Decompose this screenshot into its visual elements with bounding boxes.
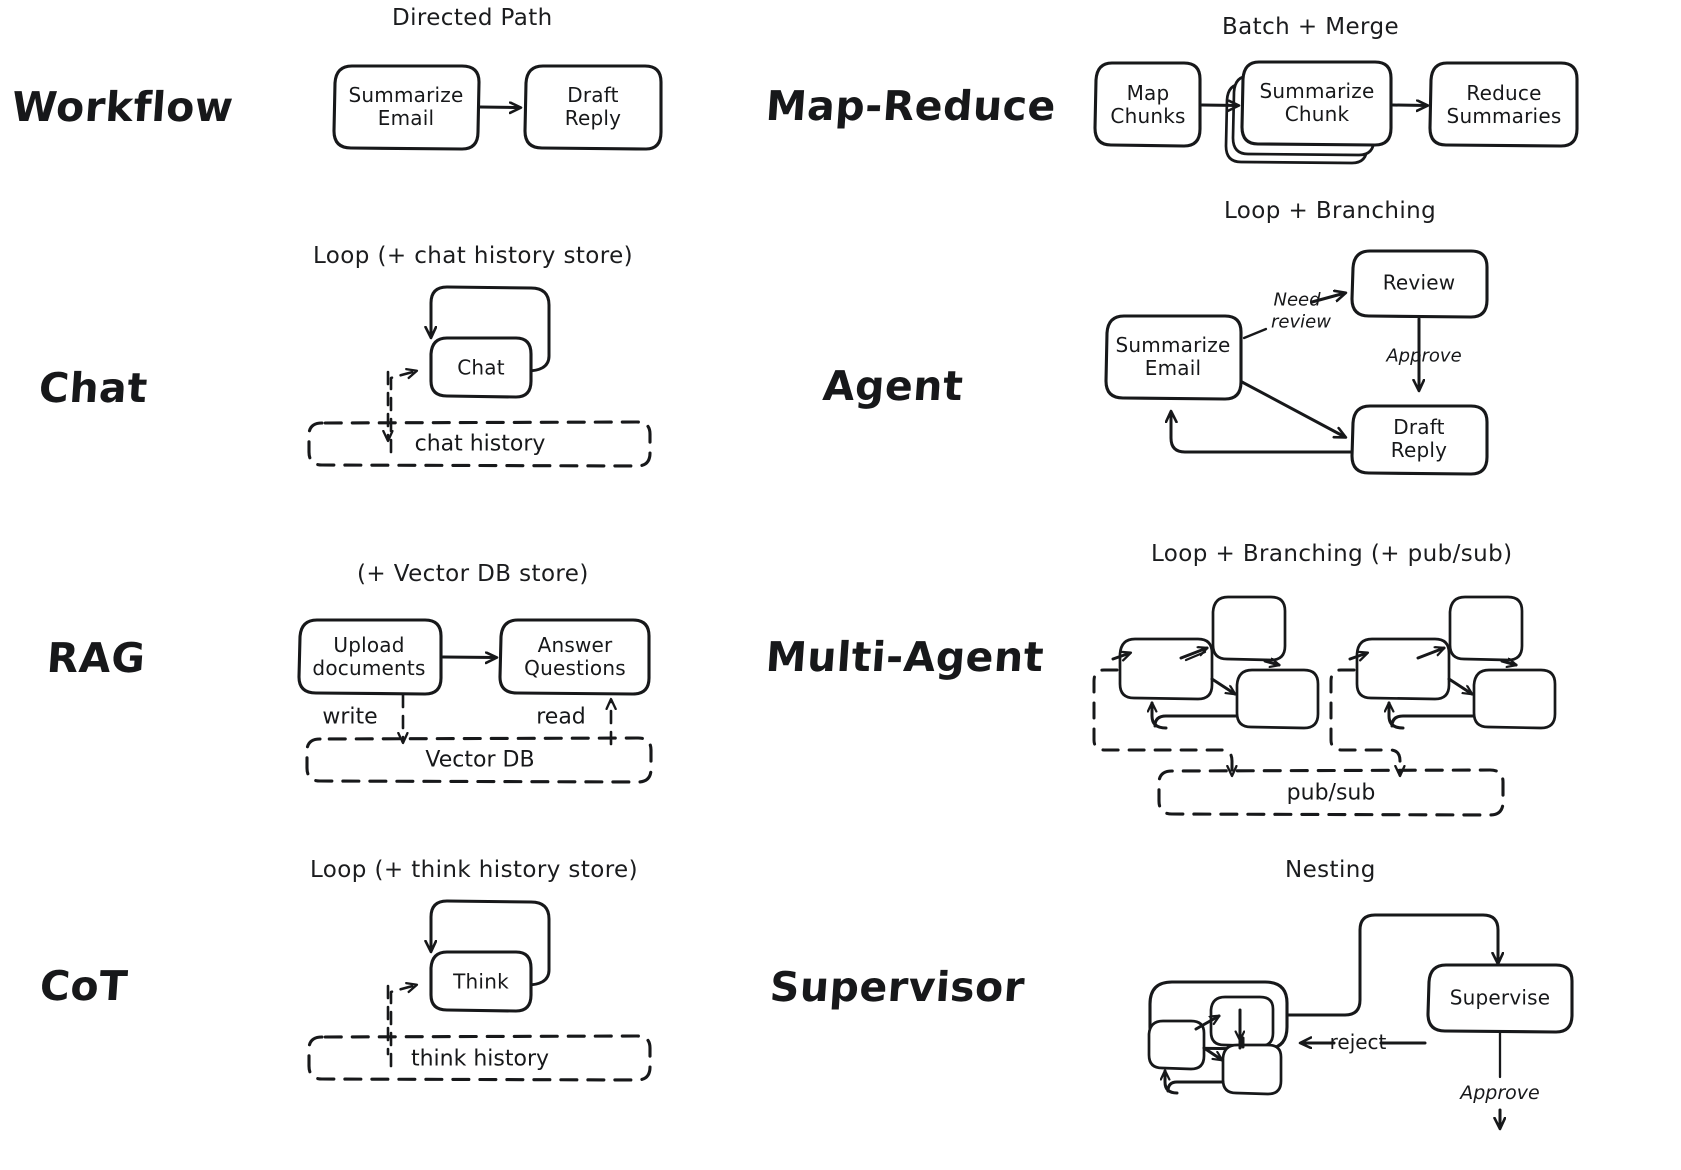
node-agent-summarize-email[interactable]: Summarize Email bbox=[1115, 332, 1231, 380]
edge-label-reject: reject bbox=[1329, 1030, 1387, 1054]
caption-loop-chat-history: Loop (+ chat history store) bbox=[313, 243, 634, 269]
caption-loop-branching: Loop + Branching bbox=[1224, 198, 1437, 224]
caption-nesting: Nesting bbox=[1285, 857, 1376, 883]
node-map-chunks[interactable]: Map Chunks bbox=[1110, 80, 1186, 128]
node-draft-reply[interactable]: Draft Reply bbox=[564, 82, 622, 130]
row-label-workflow: Workflow bbox=[10, 83, 236, 131]
node-think[interactable]: Think bbox=[453, 969, 509, 994]
node-reduce-summaries[interactable]: Reduce Summaries bbox=[1446, 80, 1562, 128]
store-think-history: think history bbox=[410, 1046, 550, 1072]
edge-label-need: Need bbox=[1273, 289, 1321, 311]
edge-label-write: write bbox=[322, 704, 378, 730]
caption-batch-merge: Batch + Merge bbox=[1222, 14, 1400, 40]
row-label-cot: CoT bbox=[38, 962, 130, 1010]
edge-label-review: review bbox=[1271, 311, 1331, 333]
node-summarize-email[interactable]: Summarize Email bbox=[348, 82, 464, 130]
node-chat[interactable]: Chat bbox=[457, 355, 505, 380]
node-summarize-chunk[interactable]: Summarize Chunk bbox=[1259, 78, 1375, 126]
row-label-agent: Agent bbox=[821, 362, 965, 410]
store-chat-history: chat history bbox=[414, 431, 546, 457]
row-label-map-reduce: Map-Reduce bbox=[764, 82, 1058, 130]
node-agent-draft-reply[interactable]: Draft Reply bbox=[1390, 414, 1448, 462]
caption-loop-branching-pubsub: Loop + Branching (+ pub/sub) bbox=[1151, 541, 1513, 567]
node-upload-documents[interactable]: Upload documents bbox=[312, 632, 426, 680]
store-vector-db: Vector DB bbox=[425, 747, 535, 773]
node-review[interactable]: Review bbox=[1382, 270, 1456, 295]
row-label-chat: Chat bbox=[37, 364, 150, 412]
store-pubsub: pub/sub bbox=[1286, 780, 1376, 806]
edge-label-approve-supervisor: Approve bbox=[1460, 1082, 1540, 1104]
caption-directed-path: Directed Path bbox=[392, 5, 553, 31]
caption-vector-db-store: (+ Vector DB store) bbox=[357, 561, 589, 587]
row-label-multi-agent: Multi-Agent bbox=[764, 633, 1046, 681]
node-answer-questions[interactable]: Answer Questions bbox=[524, 632, 626, 680]
caption-loop-think-history: Loop (+ think history store) bbox=[310, 857, 638, 883]
edge-label-approve-agent: Approve bbox=[1386, 345, 1462, 367]
node-supervise[interactable]: Supervise bbox=[1449, 985, 1551, 1010]
row-label-supervisor: Supervisor bbox=[768, 963, 1027, 1011]
row-label-rag: RAG bbox=[45, 634, 148, 682]
edge-label-read: read bbox=[536, 704, 586, 730]
